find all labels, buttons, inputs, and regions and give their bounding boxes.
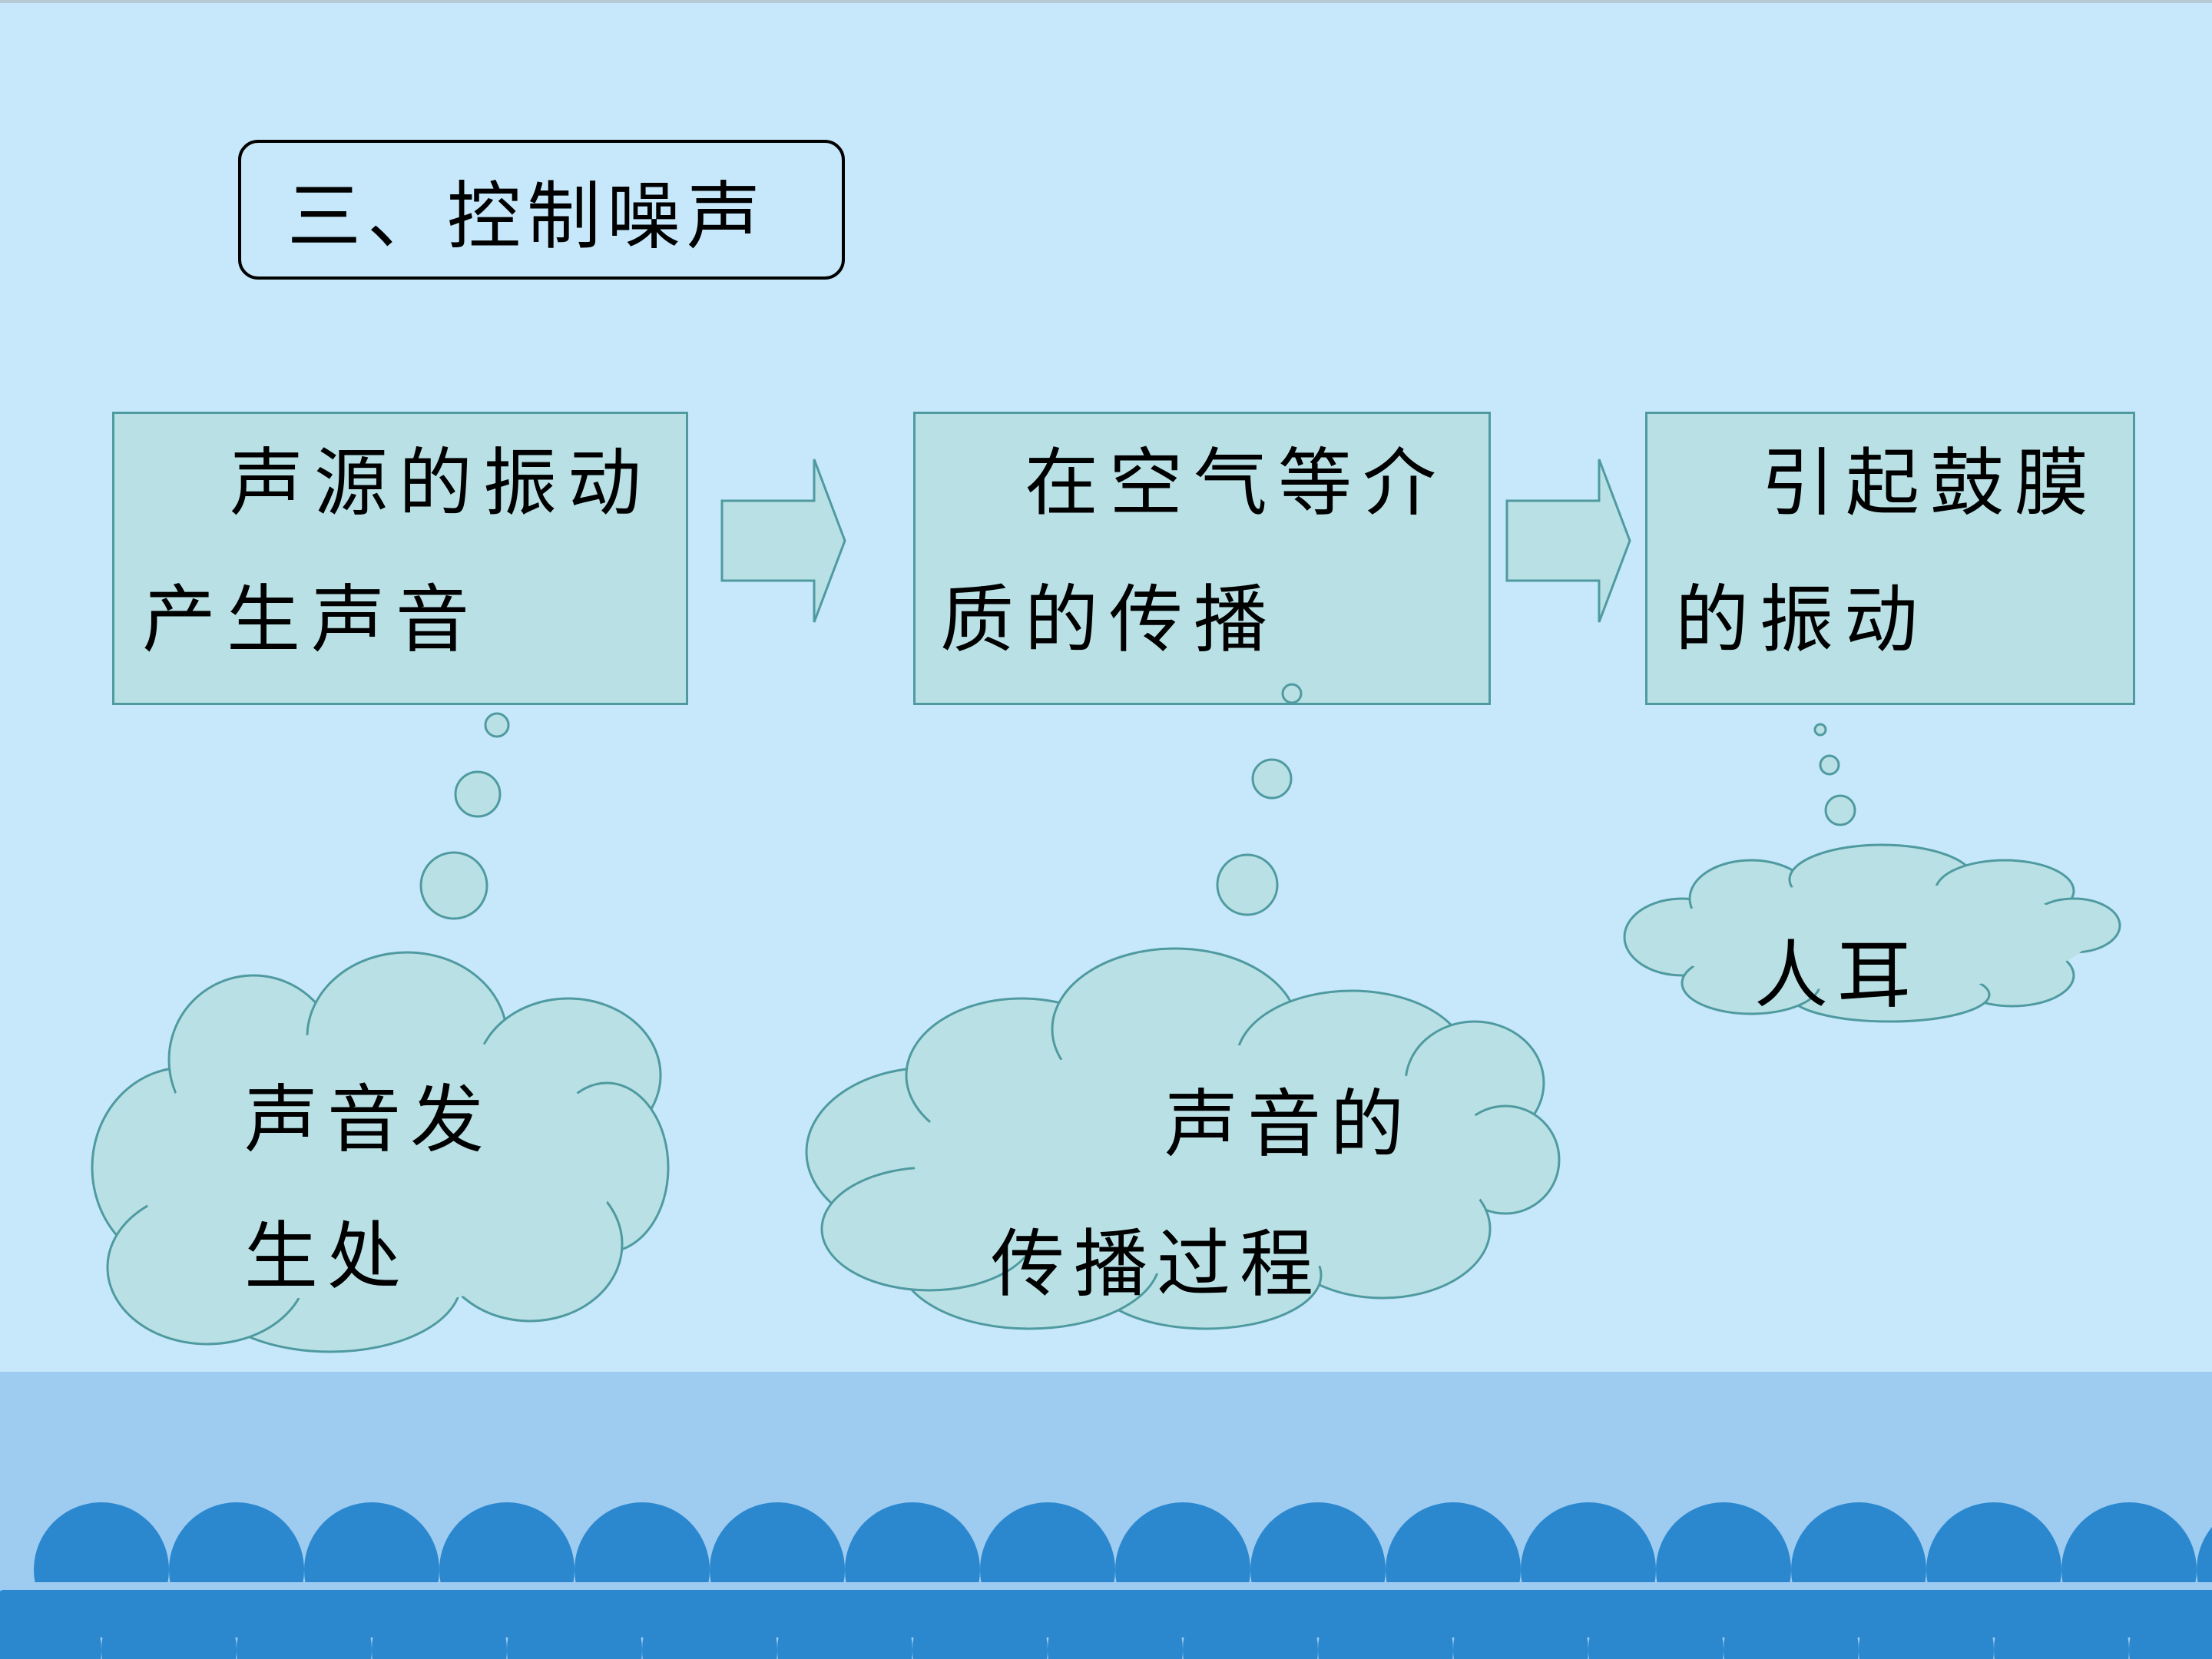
step-box-eardrum: 引起鼓膜 的振动 [1645, 412, 2135, 705]
bubble-small-2a [1281, 683, 1303, 704]
step-1-line-1: 声源的振动 [230, 440, 652, 526]
wave-arc [1048, 1582, 1183, 1659]
wave-arc [1183, 1582, 1318, 1659]
wave-arc [1453, 1582, 1588, 1659]
section-title-text: 三、控制噪声 [287, 173, 767, 260]
cloud-2-line-2: 传播过程 [991, 1221, 1323, 1307]
step-box-propagation: 在空气等介 质的传播 [913, 412, 1491, 705]
wave-arc [1994, 1582, 2129, 1659]
wave-arc [2129, 1582, 2212, 1659]
step-box-sound-source: 声源的振动 产生声音 [112, 412, 688, 705]
bubble-large-2c [1216, 853, 1279, 916]
wave-arc [777, 1582, 912, 1659]
arrow-right-2 [1505, 459, 1631, 623]
step-2-line-1: 在空气等介 [1025, 440, 1447, 526]
bubble-mid-3b [1819, 754, 1840, 776]
wave-arc [912, 1582, 1048, 1659]
cloud-2-line-1: 声音的 [1164, 1081, 1413, 1167]
wave-arc [507, 1582, 642, 1659]
cloud-1-line-1: 声音发 [244, 1077, 493, 1163]
step-2-line-2: 质的传播 [940, 577, 1278, 663]
bubble-small-1a [484, 712, 510, 738]
wave-arc [642, 1582, 777, 1659]
bubble-large-3c [1824, 794, 1856, 826]
cloud-1-line-2: 生处 [244, 1214, 410, 1300]
wave-arc [1588, 1582, 1724, 1659]
wave-arc [237, 1582, 372, 1659]
bubble-mid-2b [1251, 758, 1293, 800]
bubble-large-1c [419, 851, 488, 920]
cloud-shape-2 [805, 947, 1561, 1330]
cloud-shape-1 [91, 951, 670, 1353]
wave-arc [1724, 1582, 1859, 1659]
section-title: 三、控制噪声 [238, 140, 845, 280]
step-1-line-2: 产生声音 [142, 577, 480, 663]
arrow-right-1 [720, 459, 846, 623]
wave-arc [101, 1582, 237, 1659]
cloud-3-line-1: 人耳 [1754, 932, 1920, 1018]
top-border-line [0, 0, 2212, 3]
step-3-line-1: 引起鼓膜 [1761, 440, 2099, 526]
bubble-small-3a [1813, 723, 1827, 737]
cloud-shape-3 [1623, 843, 2121, 1023]
wave-arc [1859, 1582, 1994, 1659]
wave-arc [1318, 1582, 1453, 1659]
step-3-line-2: 的振动 [1675, 577, 1929, 663]
wave-arc [372, 1582, 507, 1659]
wave-gap [0, 1582, 2212, 1590]
wave-arc [0, 1582, 101, 1659]
bubble-mid-1b [454, 770, 502, 818]
